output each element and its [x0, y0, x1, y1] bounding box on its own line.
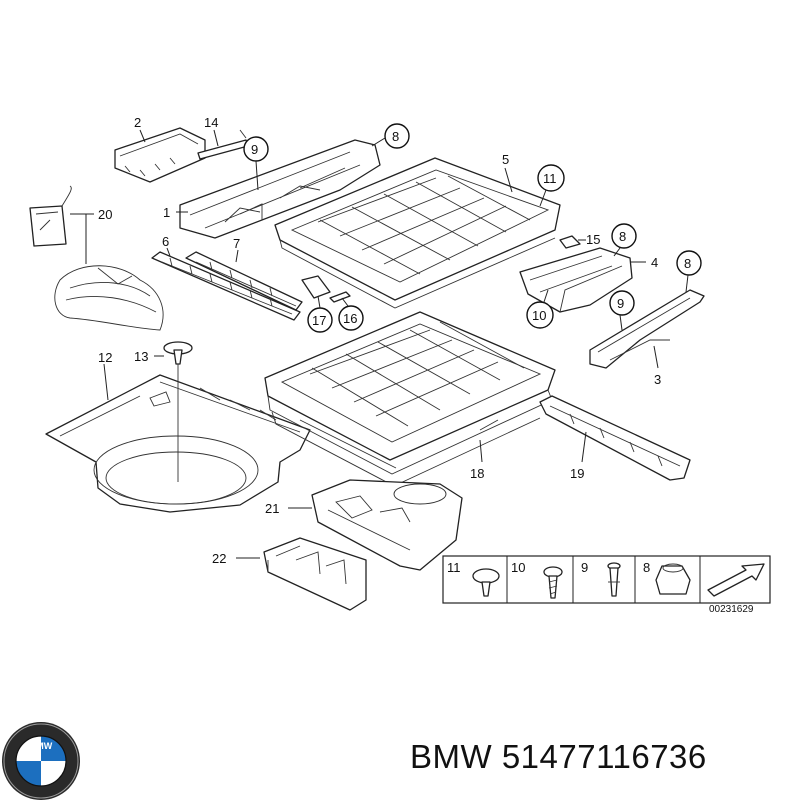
callout-2: 2	[134, 115, 141, 130]
legend-label-9: 9	[581, 560, 588, 575]
part-5-floor-panel	[274, 157, 561, 309]
callout-5: 5	[502, 152, 509, 167]
part-title: BMW 51477116736	[410, 738, 707, 776]
bmw-logo: BMW	[2, 722, 80, 800]
callout-1: 1	[163, 205, 170, 220]
part-19-rail	[539, 395, 691, 481]
callout-22: 22	[212, 551, 226, 566]
callout-10: 10	[532, 308, 546, 323]
part-18-floor-assembly	[264, 311, 556, 487]
legend-label-10: 10	[511, 560, 525, 575]
callout-9-top: 9	[251, 142, 258, 157]
callout-20: 20	[98, 207, 112, 222]
callout-14: 14	[204, 115, 218, 130]
bmw-logo-text: BMW	[30, 741, 53, 751]
part-15-clip	[559, 235, 581, 249]
callout-8-right: 8	[684, 256, 691, 271]
callout-3: 3	[654, 372, 661, 387]
part-22-foam-tray	[263, 537, 367, 611]
callout-9-mid: 9	[617, 296, 624, 311]
part-7-strip	[185, 251, 303, 311]
nut-icon	[655, 563, 691, 595]
callout-17: 17	[312, 313, 326, 328]
callout-4: 4	[651, 255, 658, 270]
callout-6: 6	[162, 234, 169, 249]
part-16-clip	[329, 291, 351, 303]
callout-11: 11	[543, 171, 557, 186]
direction-arrow-icon	[707, 563, 765, 597]
push-rivet-icon	[472, 568, 500, 597]
callout-18: 18	[470, 466, 484, 481]
part-20-net-bag	[29, 185, 164, 331]
callout-19: 19	[570, 466, 584, 481]
callout-13: 13	[134, 349, 148, 364]
callout-12: 12	[98, 350, 112, 365]
part-13-pin	[163, 341, 193, 482]
clip-fastener-icon	[607, 562, 621, 597]
part-3-bracket	[589, 289, 705, 369]
part-4-side-box	[519, 247, 633, 313]
brand-name: BMW	[410, 738, 493, 775]
legend-code: 00231629	[709, 604, 754, 615]
callout-21: 21	[265, 501, 279, 516]
legend-label-11: 11	[447, 560, 461, 575]
part-17-clip	[301, 275, 331, 299]
screw-icon	[543, 566, 563, 599]
fastener-legend: 11 10 9 8	[442, 555, 771, 604]
callout-15: 15	[586, 232, 600, 247]
part-number: 51477116736	[501, 738, 707, 775]
legend-label-8: 8	[643, 560, 650, 575]
part-21-tool-insert	[311, 479, 463, 571]
callout-7: 7	[233, 236, 240, 251]
callout-8-mid: 8	[619, 229, 626, 244]
callout-8-top: 8	[392, 129, 399, 144]
part-2-tray	[114, 127, 206, 183]
part-1-side-box	[179, 139, 381, 239]
callout-16: 16	[343, 311, 357, 326]
part-6-strip	[151, 251, 301, 321]
